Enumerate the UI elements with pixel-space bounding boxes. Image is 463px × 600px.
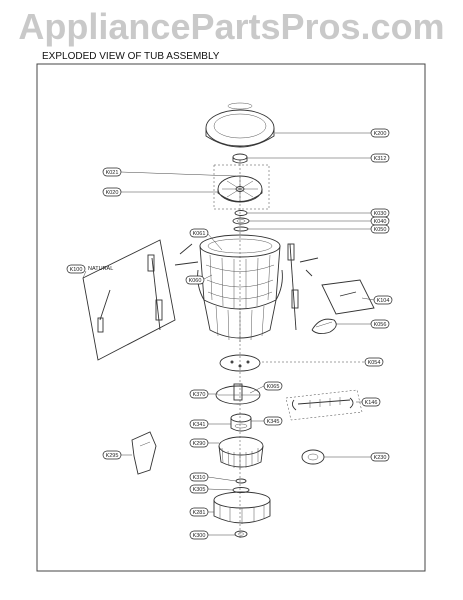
callout-k054: K054 [364,357,384,367]
bracket [131,431,157,475]
watermark: AppliancePartsPros.com [18,6,445,47]
svg-text:K100: K100 [70,267,83,273]
outer-tub [197,234,283,342]
svg-text:K020: K020 [106,190,119,196]
suspension-rods-left [82,239,199,361]
callout-k305: K305 [189,484,209,494]
callout-k020: K020 [102,187,122,197]
knob [301,449,325,465]
nut [234,530,248,538]
suspension-rods-right [287,243,375,331]
svg-text:K146: K146 [365,400,378,406]
drain-hose [311,318,337,335]
callout-k200: K200 [370,128,390,138]
balance-ring [205,102,275,148]
hub-parts [232,210,250,232]
svg-text:K021: K021 [106,170,119,176]
callout-k300: K300 [189,530,209,540]
cap [232,153,248,164]
svg-text:K300: K300 [193,533,206,539]
svg-text:K060: K060 [189,278,202,284]
svg-text:K104: K104 [377,298,390,304]
svg-text:K040: K040 [374,219,387,225]
natural-label: NATURAL [88,266,113,272]
svg-text:K230: K230 [374,455,387,461]
callout-k061: K061 [189,228,209,238]
svg-text:K341: K341 [193,422,206,428]
callout-k021: K021 [102,167,122,177]
svg-text:K312: K312 [374,156,387,162]
rotor-base [213,491,271,524]
svg-text:K345: K345 [267,419,280,425]
mounting-plate [219,354,365,372]
callout-k065: K065 [263,381,283,391]
svg-text:K200: K200 [374,131,387,137]
svg-text:K050: K050 [374,227,387,233]
callout-k060: K060 [185,275,205,285]
callout-k050: K050 [370,224,390,234]
shaft-assembly [285,389,363,421]
diagram-frame [36,63,426,572]
callout-k040: K040 [370,216,390,226]
callout-k295: K295 [102,450,122,460]
svg-text:K030: K030 [374,211,387,217]
bearing-housing [215,383,261,405]
svg-text:K310: K310 [193,475,206,481]
callout-k290: K290 [189,438,209,448]
callout-k104: K104 [373,295,393,305]
clutch [230,413,252,432]
svg-text:K281: K281 [193,510,206,516]
svg-text:K370: K370 [193,392,206,398]
callout-k100: K100 [66,264,86,274]
svg-text:K295: K295 [106,453,119,459]
page-title: EXPLODED VIEW OF TUB ASSEMBLY [42,51,220,62]
leader-lines [82,132,375,536]
callout-k310: K310 [189,472,209,482]
callout-k345: K345 [263,416,283,426]
svg-text:K061: K061 [193,231,206,237]
callout-k281: K281 [189,507,209,517]
svg-text:K065: K065 [267,384,280,390]
callout-k056: K056 [370,319,390,329]
callout-k146: K146 [361,397,381,407]
callout-k312: K312 [370,153,390,163]
pulsator [213,164,270,210]
svg-text:K305: K305 [193,487,206,493]
callout-k370: K370 [189,389,209,399]
svg-text:K290: K290 [193,441,206,447]
svg-text:K054: K054 [368,360,381,366]
svg-text:K056: K056 [374,322,387,328]
callout-k030: K030 [370,208,390,218]
callout-k230: K230 [370,452,390,462]
callout-k341: K341 [189,419,209,429]
rotor-gear [218,436,264,469]
